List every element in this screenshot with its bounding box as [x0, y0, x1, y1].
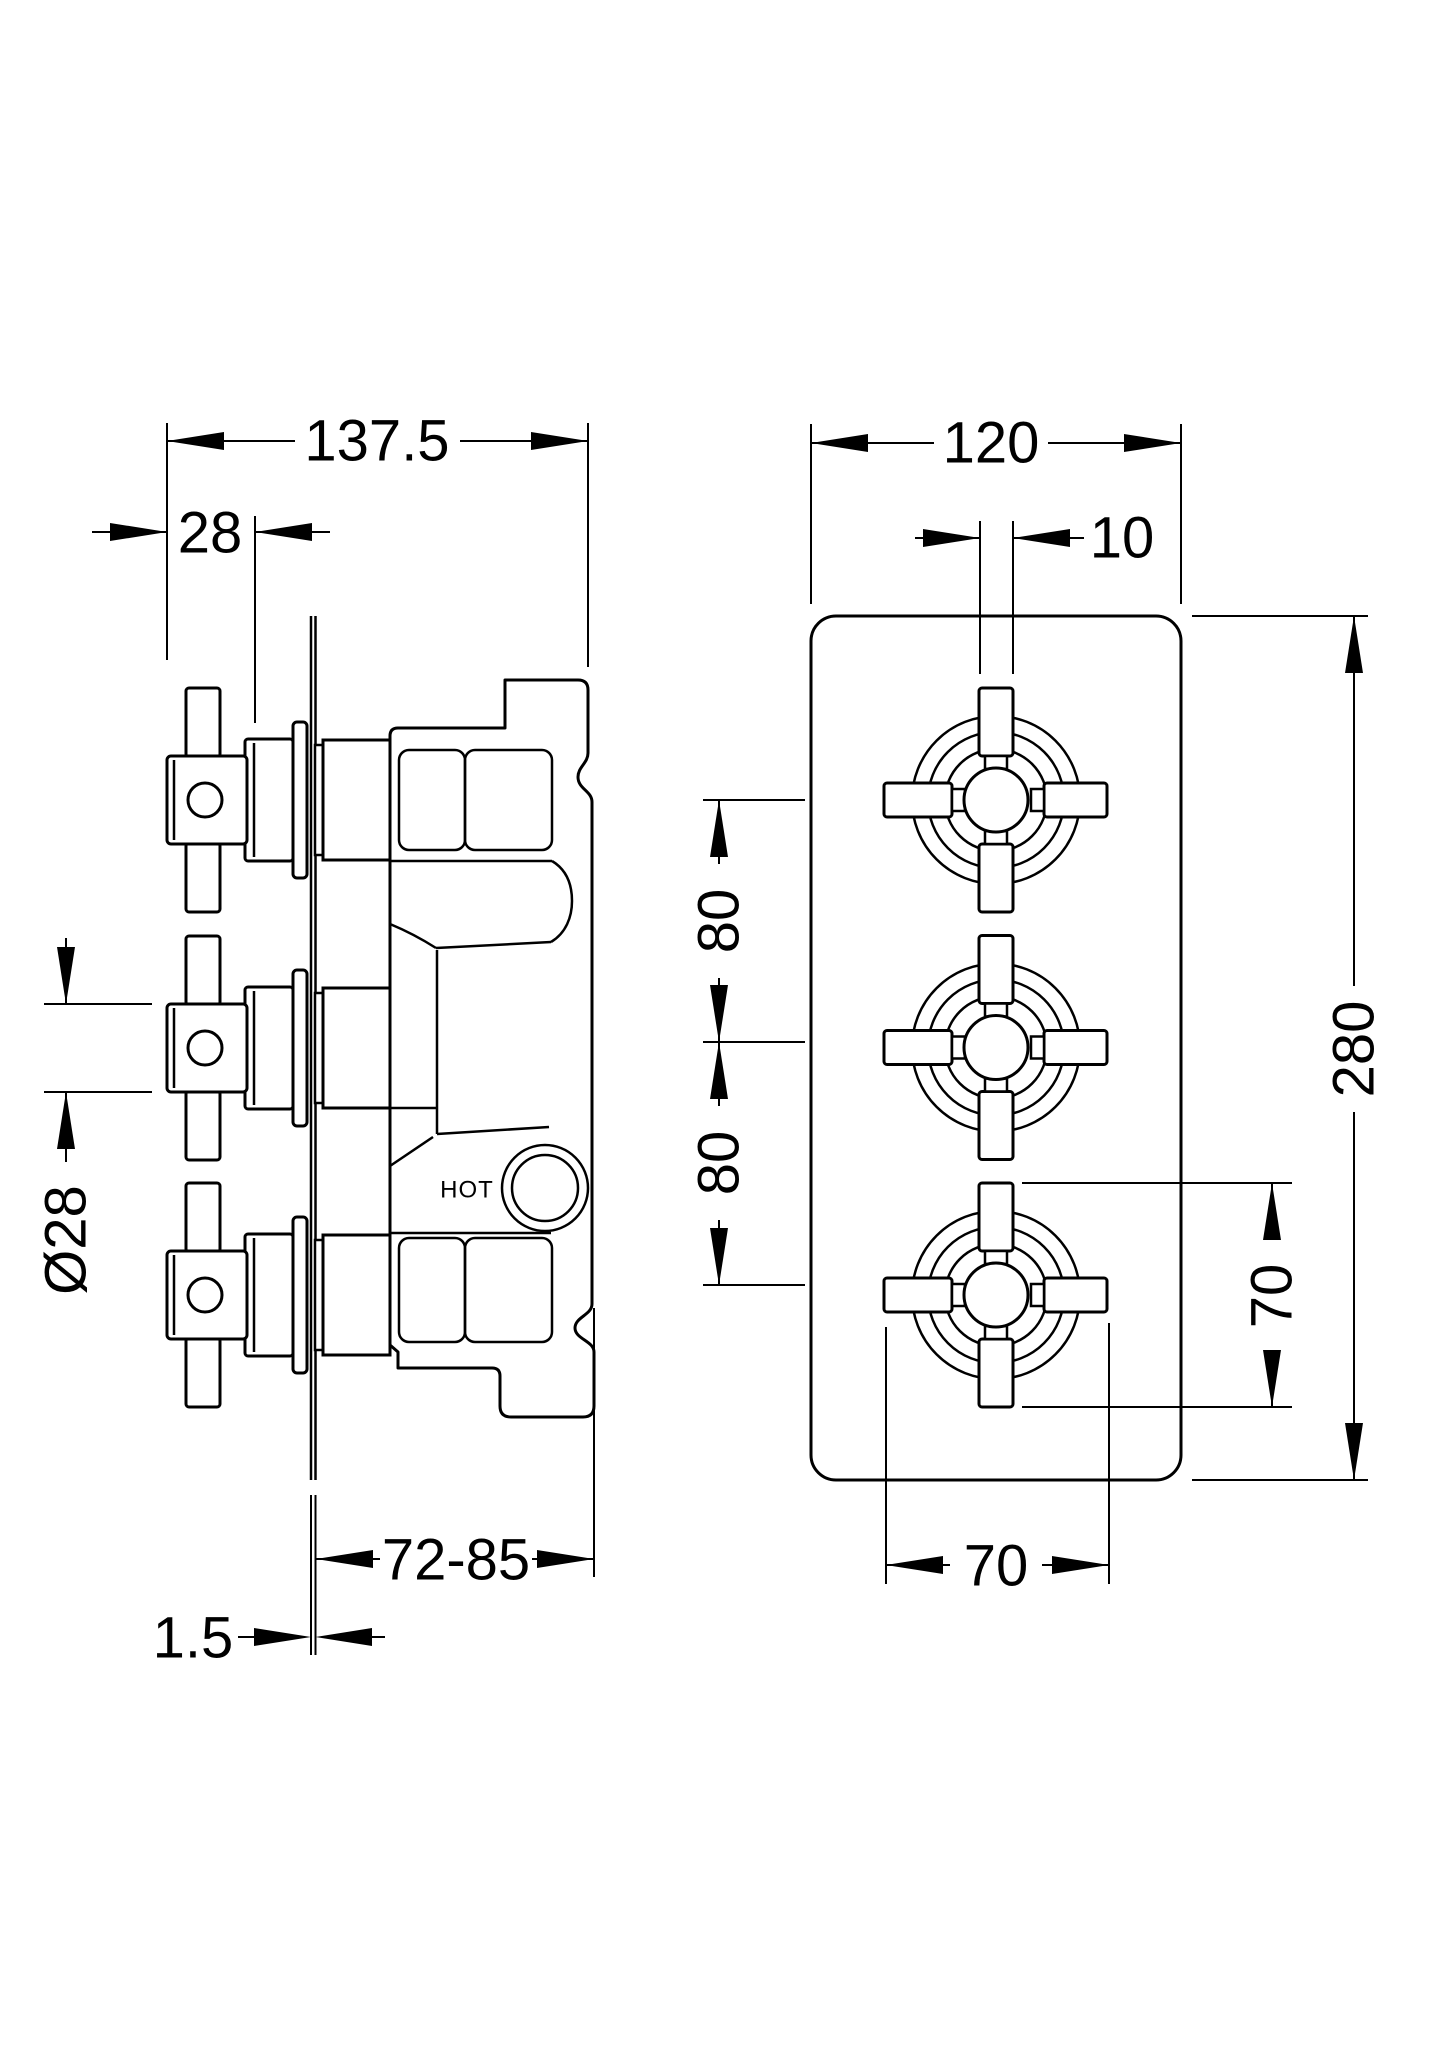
hot-port-label: HOT	[440, 1177, 494, 1204]
side-view: HOT	[165, 616, 596, 1655]
dim-knob-spacing-upper-label: 80	[687, 889, 752, 954]
dim-hub-diameter-label: Ø28	[34, 1185, 99, 1295]
dim-handle-span-horizontal: 70	[885, 1323, 1110, 1599]
dim-wall-depth-range-label: 72-85	[382, 1528, 530, 1593]
dim-hub-diameter: Ø28	[34, 938, 152, 1295]
dim-plate-thickness-label: 1.5	[153, 1606, 234, 1671]
dim-stem-width-label: 10	[1090, 506, 1155, 571]
dim-handle-projection-label: 28	[178, 501, 243, 566]
dim-handle-span-horizontal-label: 70	[964, 1534, 1029, 1599]
dim-handle-span-vertical: 70	[1022, 1182, 1305, 1408]
front-view	[809, 614, 1183, 1482]
dim-knob-spacing-lower: 80	[687, 1042, 805, 1286]
dim-plate-width-label: 120	[943, 411, 1040, 476]
hot-inlet-port	[500, 1143, 590, 1233]
dim-wall-depth-range: 72-85	[316, 1308, 595, 1593]
side-handle-middle	[165, 934, 309, 1162]
valve-body-internals: HOT	[389, 748, 590, 1344]
valve-body	[388, 678, 596, 1419]
dim-knob-spacing-upper: 80	[687, 799, 805, 1043]
dim-plate-width: 120	[810, 411, 1182, 604]
dim-plate-height: 280	[1192, 615, 1387, 1481]
dim-handle-span-vertical-label: 70	[1240, 1264, 1305, 1329]
valve-bosses	[313, 738, 392, 1357]
dim-plate-thickness: 1.5	[153, 1606, 385, 1671]
dim-handle-projection: 28	[92, 501, 330, 723]
dim-overall-depth: 137.5	[166, 409, 589, 667]
side-handle-top	[165, 686, 309, 914]
dim-stem-width: 10	[915, 506, 1155, 674]
dim-plate-height-label: 280	[1322, 1001, 1387, 1098]
dim-overall-depth-label: 137.5	[304, 409, 449, 474]
dim-knob-spacing-lower-label: 80	[687, 1131, 752, 1196]
side-handle-bottom	[165, 1181, 309, 1409]
